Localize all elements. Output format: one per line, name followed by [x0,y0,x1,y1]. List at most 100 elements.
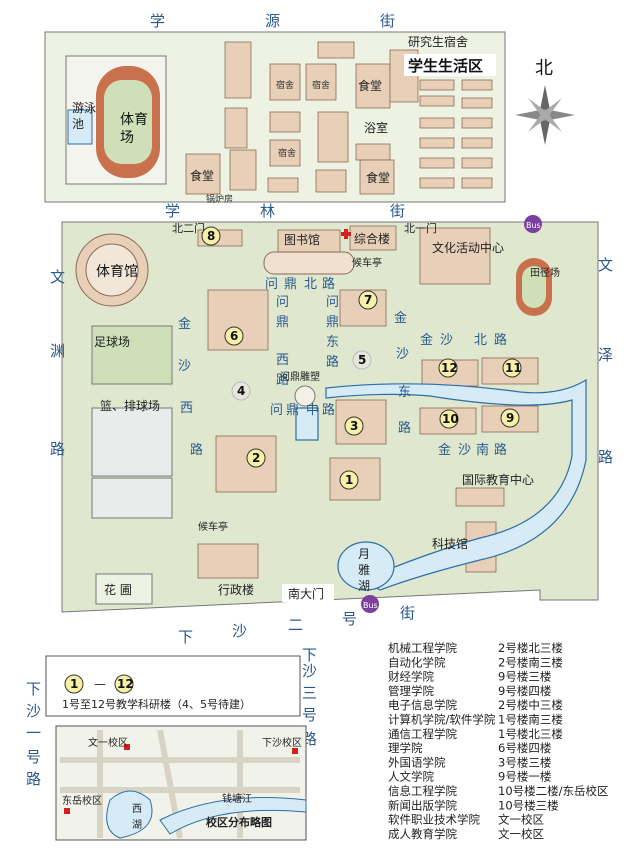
legend-location-6: 1号楼北三楼 [498,727,563,741]
legend-college-3: 管理学院 [388,684,434,698]
label-canteen-1: 食堂 [358,78,382,93]
svg-text:路: 路 [326,354,339,370]
svg-text:路: 路 [398,420,411,436]
legend-college-2: 财经学院 [388,670,434,684]
svg-text:街: 街 [380,12,395,30]
svg-text:沙: 沙 [396,347,409,362]
bus-stop-icon-south: Bus [361,595,379,613]
legend-location-12: 文一校区 [498,813,544,827]
road-jinshanan: 金 沙 南 路 [438,442,507,458]
clinic-icon [341,229,351,239]
football-field [91,325,173,385]
svg-text:7: 7 [364,293,372,307]
svg-text:1: 1 [345,473,353,487]
road-jinshabei: 金 沙 北 路 [420,332,507,348]
label-dorm-2: 宿舍 [312,79,330,91]
svg-text:6: 6 [230,329,238,343]
svg-text:8: 8 [207,229,215,243]
road-wenyuan: 文 渊 路 [50,268,65,458]
svg-text:渊: 渊 [50,342,65,360]
building-marker-1: 1 [339,470,359,490]
legend-college-8: 外国语学院 [388,755,446,769]
legend-college-7: 理学院 [388,741,423,755]
svg-text:号: 号 [342,610,357,628]
svg-text:泽: 泽 [598,346,613,364]
inset-xiasha: 下沙校区 [262,736,302,749]
svg-text:中: 中 [306,403,319,418]
label-library: 图书馆 [284,232,320,247]
label-boiler: 锅炉房 [206,193,233,205]
svg-text:学: 学 [150,12,165,30]
label-dorm-3: 宿舍 [278,147,296,159]
svg-text:沙: 沙 [458,443,471,458]
legend-location-3: 9号楼四楼 [498,684,552,698]
svg-text:号: 号 [302,706,317,724]
svg-text:沙: 沙 [26,702,41,720]
building-marker-12: 12 [438,358,458,378]
label-south-gate: 南大门 [288,586,324,601]
svg-text:下: 下 [178,628,193,646]
bus-stop-icon-north: Bus [524,215,542,233]
svg-text:2: 2 [252,451,260,465]
svg-text:东: 东 [398,385,411,400]
legend-college-5: 计算机学院/软件学院 [388,713,496,727]
svg-text:路: 路 [190,442,203,458]
svg-text:三: 三 [302,684,317,702]
road-jinshadong: 金 沙 东 路 [394,310,411,436]
svg-text:沙: 沙 [302,662,317,680]
svg-text:Bus: Bus [363,601,378,610]
svg-text:12: 12 [441,361,458,375]
label-north-gate-2: 北二门 [172,221,205,235]
svg-text:问: 问 [276,295,289,310]
svg-text:金: 金 [178,316,191,332]
svg-text:路: 路 [50,440,65,458]
culture-center-building [419,227,491,285]
inset-title: 校区分布略图 [206,815,272,829]
road-wendingbei: 问 鼎 北 路 [265,276,335,292]
svg-text:一: 一 [26,724,41,742]
building-marker-11: 11 [502,358,522,378]
label-swimming-1: 游泳 [72,101,96,115]
label-intl-center: 国际教育中心 [462,472,534,487]
label-track: 田径场 [530,266,560,279]
legend-college-10: 信息工程学院 [388,784,457,798]
legend-num-end: 12 [114,674,134,694]
legend-college-13: 成人教育学院 [388,827,457,841]
building-marker-4: 4 [231,381,251,401]
label-lake-2: 雅 [358,562,370,577]
building-marker-7: 7 [358,290,378,310]
inset-dongyue: 东岳校区 [62,794,102,807]
svg-text:金: 金 [394,310,407,326]
gym-building [75,233,149,307]
svg-text:路: 路 [26,770,41,788]
label-bathhouse: 浴室 [364,120,388,135]
inset-qiantang: 钱塘江 [222,792,252,805]
svg-text:问: 问 [326,295,339,310]
svg-text:问: 问 [270,403,283,418]
label-lake-1: 月 [358,547,370,561]
label-basketball: 篮、排球场 [100,398,160,413]
building-marker-5: 5 [352,350,372,370]
stadium-field [104,80,152,164]
inset-xihu-2: 湖 [132,819,142,831]
road-wendingzhong: 问 鼎 中 路 [270,402,335,418]
label-life-zone: 学生生活区 [408,57,483,75]
svg-text:10: 10 [442,412,459,426]
sculpture [294,385,316,407]
building-marker-6: 6 [224,326,244,346]
inset-map [55,725,307,841]
svg-text:鼎: 鼎 [284,277,297,292]
dorm-blocks [185,41,493,195]
building-marker-2: 2 [246,448,266,468]
svg-text:11: 11 [505,361,522,375]
svg-text:4: 4 [237,384,245,398]
label-stadium-1: 体育 [120,112,148,128]
label-grad-dorm: 研究生宿舍 [408,34,468,49]
label-football: 足球场 [94,335,130,349]
legend-location-4: 2号楼中三楼 [498,698,563,712]
svg-text:5: 5 [358,353,366,367]
svg-text:西: 西 [276,353,289,368]
svg-text:学: 学 [165,202,180,220]
legend-numbers-box [45,655,301,717]
